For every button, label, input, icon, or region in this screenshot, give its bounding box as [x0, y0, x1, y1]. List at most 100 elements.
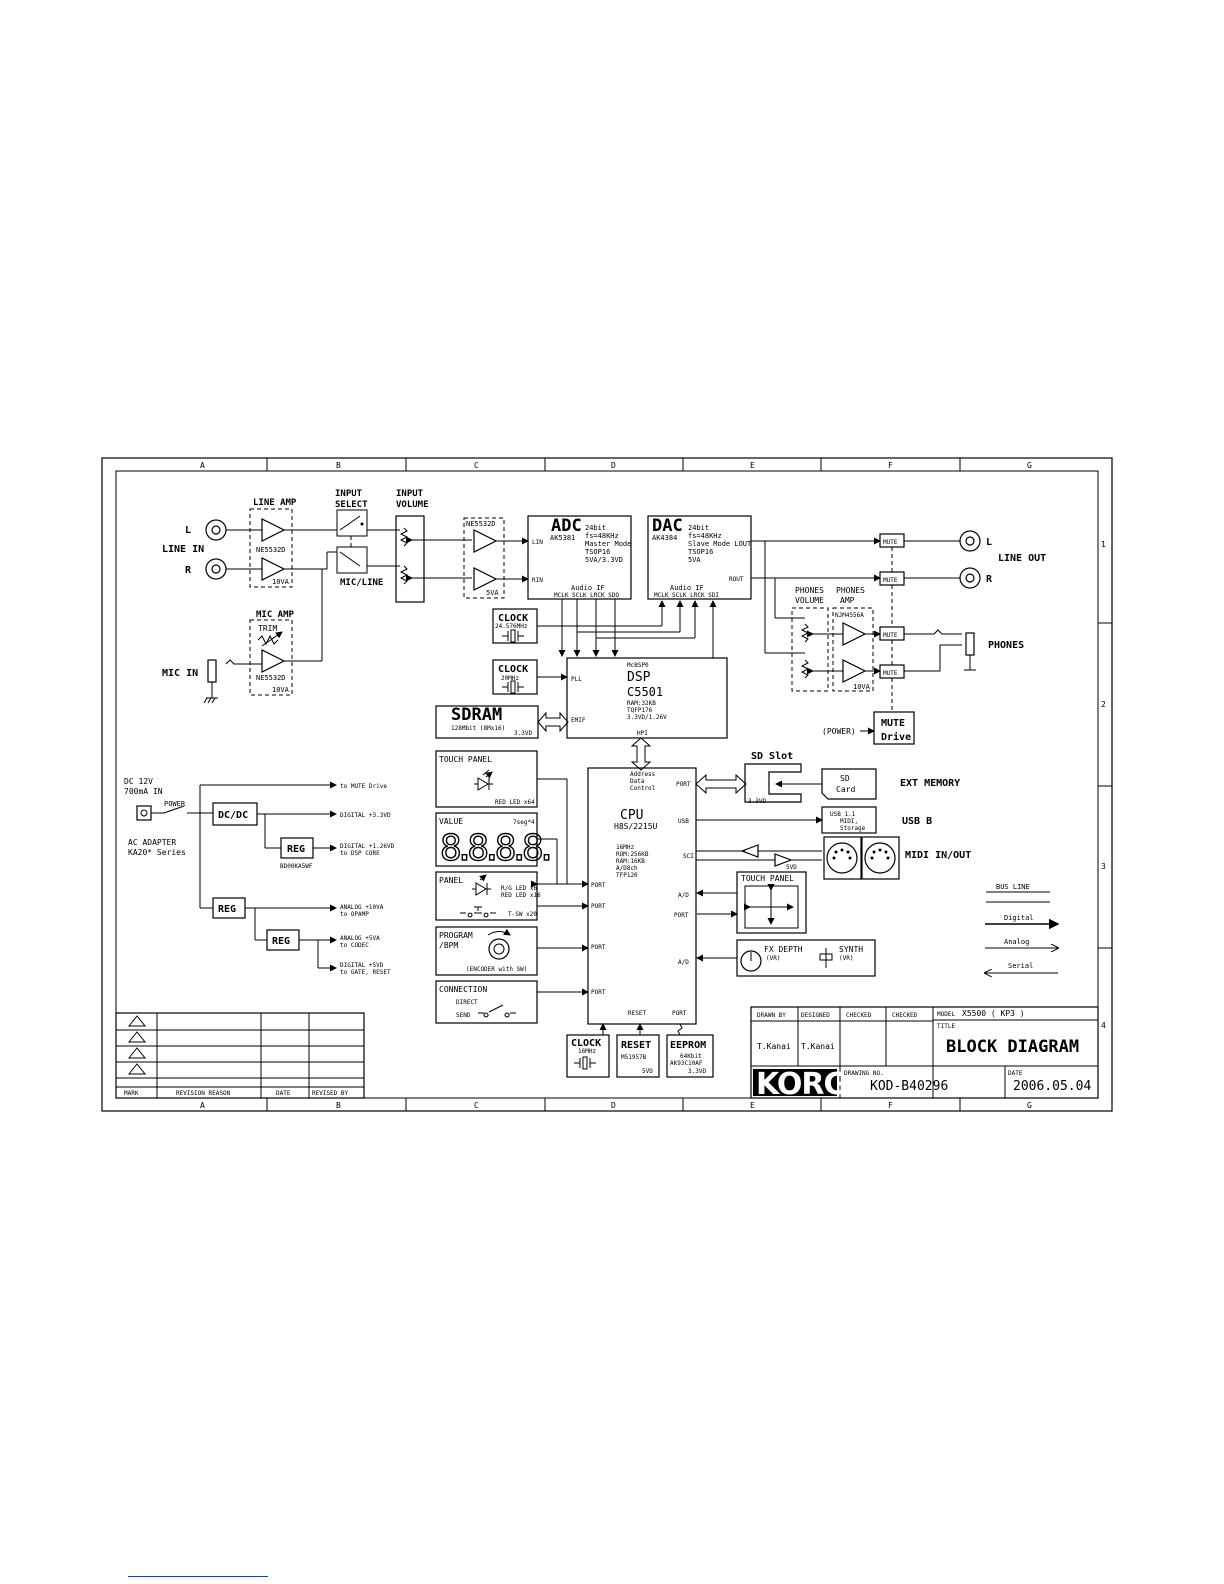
mute-label: MUTE	[883, 670, 898, 677]
cpu-port: PORT	[591, 882, 606, 889]
volume-pot-icon	[399, 527, 409, 547]
usb-b-label: USB B	[902, 816, 932, 827]
phones-amp-label: PHONES	[836, 586, 865, 595]
dsp-chip: C5501	[627, 685, 663, 699]
col-label: B	[336, 1101, 341, 1110]
bus-arrow-icon	[537, 711, 569, 733]
clock-title: CLOCK	[498, 664, 528, 675]
switch-icon	[336, 509, 368, 537]
col-label: A	[200, 461, 205, 470]
phones-volume-box	[791, 607, 829, 692]
fx-vr-label: (VR)	[766, 955, 780, 962]
rg-led-label: RED LED x16	[501, 892, 541, 899]
dac-block: DAC AK4384 24bit fs=48KHz Slave Mode LOU…	[647, 515, 752, 600]
power-switch-label: POWER	[164, 800, 186, 808]
col-label: G	[1027, 461, 1032, 470]
adc-spec: 5VA/3.3VD	[585, 556, 623, 564]
dsp-pll: PLL	[571, 676, 582, 683]
row-label: 2	[1101, 700, 1106, 709]
clock-freq: 20MHz	[501, 675, 519, 682]
clock-freq: 16MHz	[578, 1048, 596, 1055]
jack-icon	[205, 558, 227, 580]
dac-part: AK4384	[652, 534, 677, 542]
crystal-icon	[502, 680, 524, 694]
title-block: DRAWN BY DESIGNED CHECKED CHECKED MODEL …	[750, 1006, 1099, 1102]
adc-rin: RIN	[532, 577, 543, 584]
model-value: X5500 ( KP3 )	[962, 1009, 1025, 1018]
checked-label: CHECKED	[892, 1012, 918, 1019]
digital-5-label: DIGITAL +5VD	[340, 962, 384, 969]
send-label: SEND	[456, 1012, 471, 1019]
mic-line-label: MIC/LINE	[340, 578, 383, 588]
footer-link-underline[interactable]	[128, 1576, 268, 1577]
line-amp-label: LINE AMP	[253, 498, 297, 508]
value-label: VALUE	[439, 817, 463, 826]
cpu-addr-label: Control	[630, 785, 656, 792]
cpu-sci: SCI	[683, 853, 694, 860]
adc-title: ADC	[551, 516, 582, 536]
input-select-label: SELECT	[335, 500, 368, 510]
seg-label: 7seg*4	[513, 819, 535, 826]
tsw-label: T-SW x20	[508, 911, 537, 918]
drawing-frame: A B C D E F G A B C D E F G 1 2 3 4	[101, 457, 1113, 1112]
amp-icon	[261, 518, 286, 542]
cpu-addr-label: Data	[630, 778, 645, 785]
sdram-title: SDRAM	[451, 705, 502, 725]
adc-part: AK5381	[550, 534, 575, 542]
amp-icon	[261, 557, 286, 581]
program-label: /BPM	[439, 941, 458, 950]
usb-box	[821, 806, 877, 834]
revision-table: MARK REVISION REASON DATE REVISED BY	[115, 1012, 365, 1099]
line-in-l-label: L	[185, 525, 191, 536]
led-icon	[474, 777, 493, 791]
crystal-icon	[574, 1056, 596, 1070]
row-label: 4	[1101, 1021, 1106, 1030]
row-label: 1	[1101, 540, 1106, 549]
mic-amp-label: MIC AMP	[256, 610, 295, 620]
clock-16m-block: CLOCK 16MHz	[566, 1034, 610, 1078]
adc-spec: TSOP16	[585, 548, 610, 556]
jack-icon	[959, 530, 981, 552]
program-box	[435, 926, 538, 976]
amp-icon	[473, 567, 498, 591]
revision-mark-icon	[127, 1047, 147, 1059]
seven-seg-display: 8.8.8.8.	[440, 828, 550, 869]
drawing-title: BLOCK DIAGRAM	[946, 1037, 1079, 1057]
adc-spec: 24bit	[585, 524, 606, 532]
eeprom-block: EEPROM 64Kbit AK93C10AF 3.3VD	[666, 1034, 714, 1078]
col-label: B	[336, 461, 341, 470]
cpu-port: PORT	[591, 989, 606, 996]
mic-in-label: MIC IN	[162, 668, 198, 679]
red-led-label: RED LED x64	[495, 799, 535, 806]
digital-126-label: to DSP CORE	[340, 850, 380, 857]
legend-title: BUS LINE	[996, 883, 1030, 891]
analog-10-label: ANALOG +10VA	[340, 904, 384, 911]
bus-arrow-icon	[695, 773, 747, 795]
sd-slot-label: SD Slot	[751, 751, 793, 762]
encoder-icon	[488, 938, 510, 960]
line-out-l-label: L	[986, 537, 992, 548]
dsp-part: McBSP0	[627, 662, 649, 669]
reset-part: M51957B	[621, 1054, 647, 1061]
col-label: E	[750, 461, 755, 470]
clock-20m-block: CLOCK 20MHz	[492, 659, 538, 695]
fx-depth-label: FX DEPTH	[764, 945, 803, 954]
dsp-emif: EMIF	[571, 717, 586, 724]
sd-card-icon	[821, 768, 877, 800]
dac-spec: 24bit	[688, 524, 709, 532]
dsp-hpi: HPI	[637, 730, 648, 737]
amp-icon	[473, 529, 498, 553]
usb-label: Storage	[840, 825, 866, 832]
sd-slot-icon	[744, 763, 802, 803]
clock-title: CLOCK	[498, 613, 528, 624]
reset-v: 5VD	[642, 1068, 653, 1075]
output-section: MUTE MUTE L R LINE OUT PHONES VOLUME PHO…	[751, 530, 1046, 745]
line-in-label: LINE IN	[162, 544, 204, 555]
sdram-block: SDRAM 128Mbit (8Mx16) 3.3VD	[435, 705, 539, 739]
dsp-spec: 3.3VD/1.26V	[627, 714, 667, 721]
input-volume-label: INPUT	[396, 489, 424, 499]
midi-label: MIDI IN/OUT	[905, 850, 971, 861]
adc-audio-if: Audio IF	[571, 584, 605, 592]
col-label: F	[888, 1101, 893, 1110]
eeprom-v: 3.3VD	[688, 1068, 706, 1075]
